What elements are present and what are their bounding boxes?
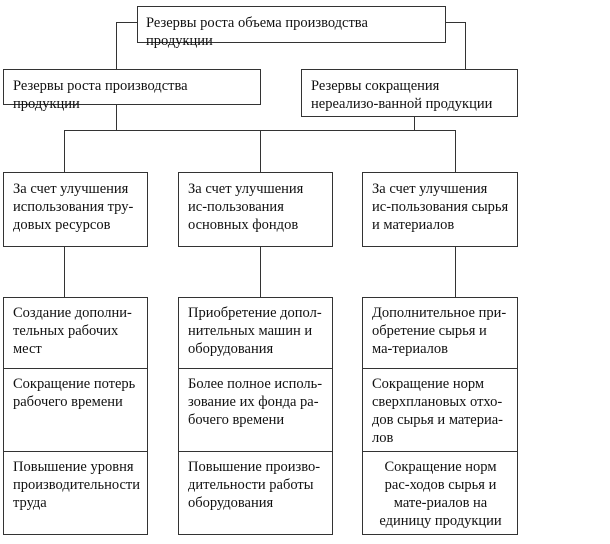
materials-items: Дополнительное при-обретение сырья и ма-… [362, 297, 518, 535]
connector [414, 116, 415, 130]
list-item: Более полное исполь-зование их фонда ра-… [179, 368, 332, 451]
connector [64, 246, 65, 297]
node-materials: За счет улучшения ис-пользования сырья и… [362, 172, 518, 247]
labor-items: Создание дополни-тельных рабочих мест Со… [3, 297, 148, 535]
connector [116, 104, 117, 130]
list-item: Повышение произво-дительности работы обо… [179, 451, 332, 535]
connector [445, 22, 466, 23]
list-item: Создание дополни-тельных рабочих мест [13, 305, 132, 357]
list-item: Сокращение норм сверхплановых отхо-дов с… [363, 368, 517, 451]
connector [465, 22, 466, 69]
connector [455, 130, 456, 172]
root-node: Резервы роста объема производства продук… [137, 6, 446, 49]
list-item: Повышение уровня производительности труд… [4, 451, 147, 535]
list-item: Сокращение норм рас-ходов сырья и мате-р… [363, 451, 517, 535]
node-fixed-assets: За счет улучшения ис-пользования основны… [178, 172, 333, 247]
connector [116, 22, 137, 23]
list-item: Дополнительное при-обретение сырья и ма-… [372, 305, 507, 357]
fixed-assets-items: Приобретение допол-нительных машин и обо… [178, 297, 333, 535]
node-unsold-reduction: Резервы сокращения нереализо-ванной прод… [301, 69, 518, 117]
node-production-growth: Резервы роста производства продукции [3, 69, 261, 112]
connector [64, 130, 65, 172]
node-labor: За счет улучшения использования тру-довы… [3, 172, 148, 247]
connector [455, 246, 456, 297]
connector [116, 22, 117, 69]
connector [260, 246, 261, 297]
list-item: Приобретение допол-нительных машин и обо… [188, 305, 322, 357]
connector [260, 130, 261, 172]
list-item: Сокращение потерь рабочего времени [4, 368, 147, 451]
